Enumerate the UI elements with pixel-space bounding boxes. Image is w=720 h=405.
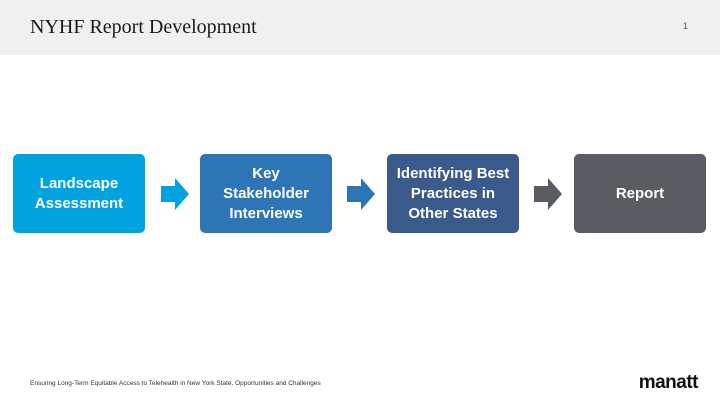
right-arrow-icon: [347, 178, 375, 210]
right-arrow-icon: [534, 178, 562, 210]
step-key-stakeholder-interviews: Key Stakeholder Interviews: [200, 154, 332, 233]
step-landscape-assessment: Landscape Assessment: [13, 154, 145, 233]
page-number: 1: [682, 21, 688, 31]
slide-title: NYHF Report Development: [30, 16, 257, 38]
slide-header: NYHF Report Development 1: [0, 0, 720, 55]
right-arrow-icon: [161, 178, 189, 210]
manatt-logo: manatt: [638, 372, 699, 393]
step-report: Report: [574, 154, 706, 233]
step-identifying-best-practices: Identifying Best Practices in Other Stat…: [387, 154, 519, 233]
footer-text: Ensuring Long-Term Equitable Access to T…: [30, 380, 321, 387]
